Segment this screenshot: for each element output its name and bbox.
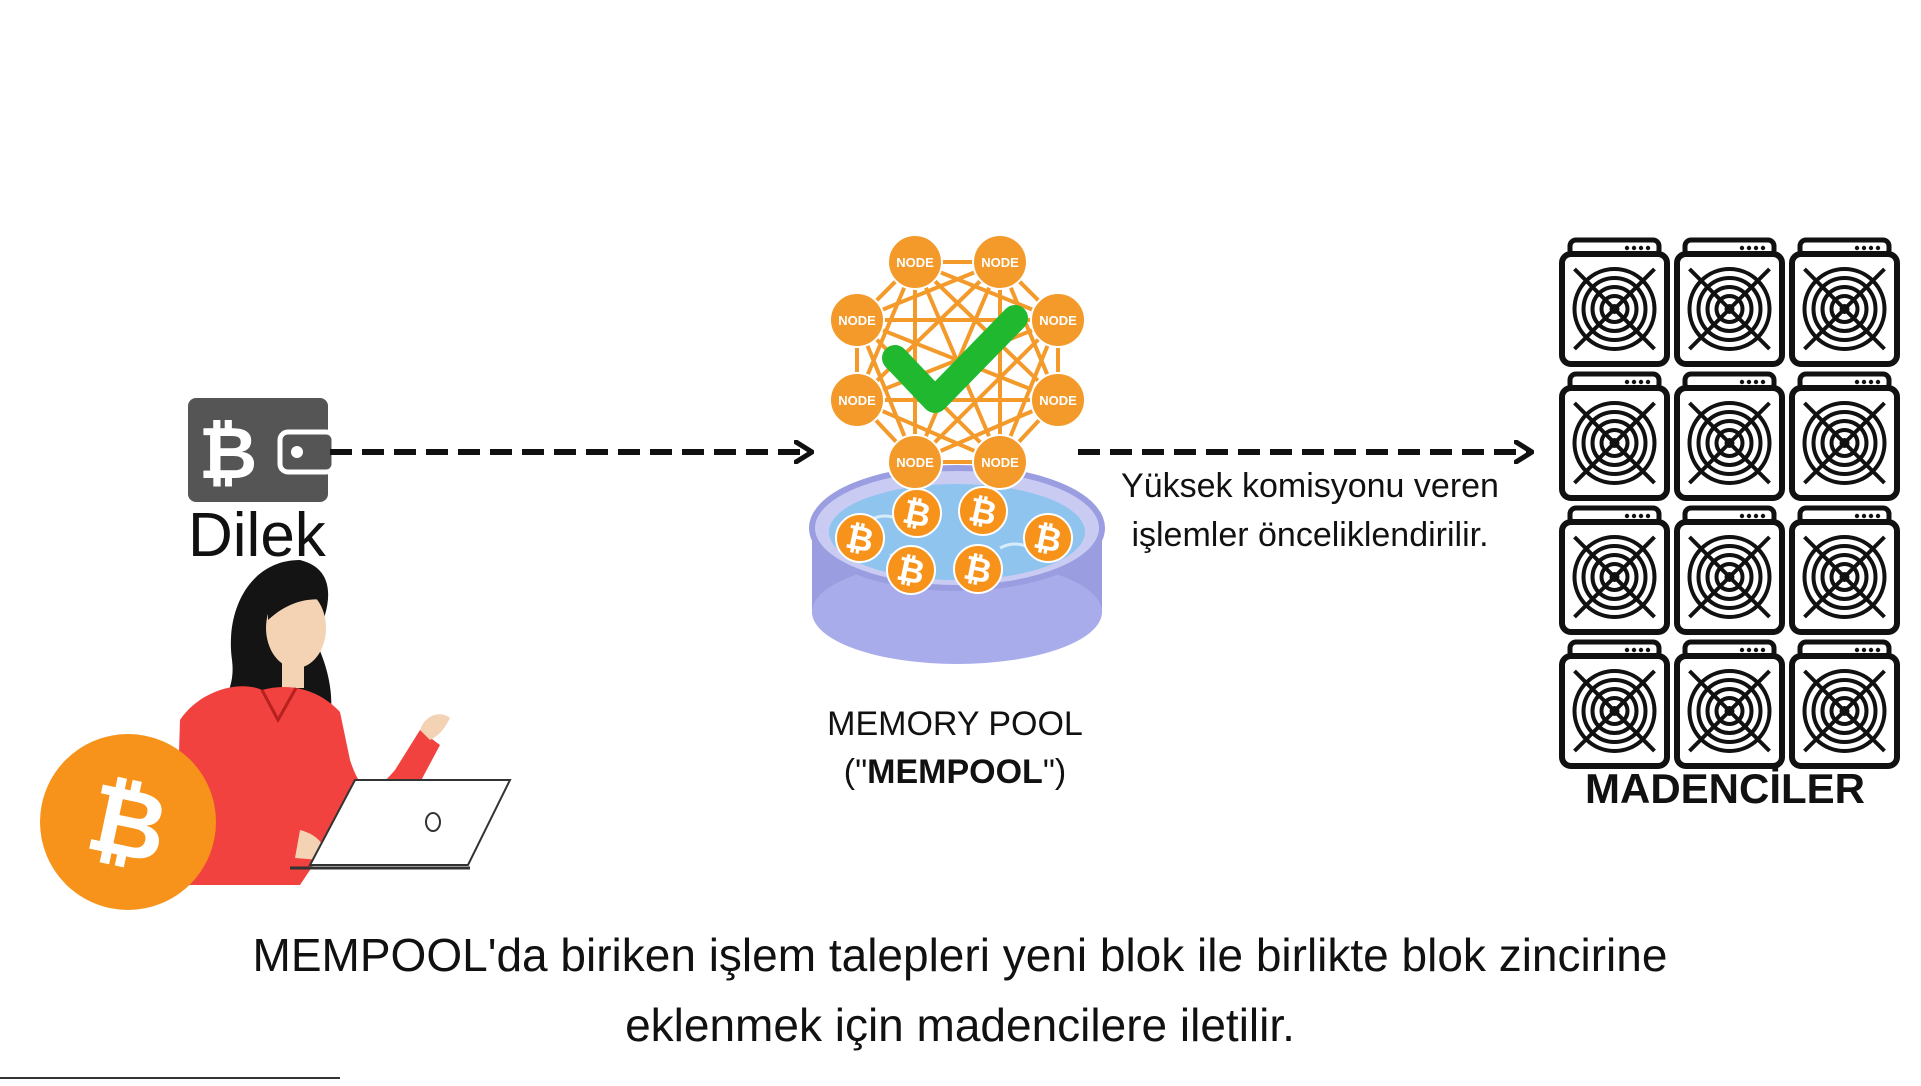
pool-label-line1: MEMORY POOL — [827, 705, 1083, 743]
miner-icon — [1559, 237, 1670, 367]
bitcoin-icon — [40, 734, 216, 910]
miner-icon — [1789, 505, 1900, 635]
miners-label: MADENCİLER — [1585, 765, 1865, 812]
network-node: NODE — [829, 292, 885, 348]
miner-icon — [1674, 505, 1785, 635]
miner-icon — [1674, 371, 1785, 501]
network-node: NODE — [1030, 372, 1086, 428]
network-node: NODE — [887, 434, 943, 490]
caption: MEMPOOL'da biriken işlem talepleri yeni … — [60, 920, 1860, 1060]
priority-note-line1: Yüksek komisyonu veren — [1121, 467, 1499, 505]
network-node: NODE — [887, 234, 943, 290]
pool-label-bold: MEMPOOL — [867, 753, 1043, 791]
svg-text:₿: ₿ — [199, 411, 258, 495]
node-label: NODE — [896, 455, 934, 470]
bitcoin-icon — [892, 488, 942, 538]
miner-icon — [1674, 639, 1785, 769]
bitcoin-icon — [835, 513, 885, 563]
sender-name: Dilek — [188, 501, 326, 570]
wallet-icon: ₿ — [188, 398, 337, 502]
network-node: NODE — [829, 372, 885, 428]
node-label: NODE — [1039, 313, 1077, 328]
miner-icon — [1674, 237, 1785, 367]
caption-line1: MEMPOOL'da biriken işlem talepleri yeni … — [252, 929, 1668, 981]
node-label: NODE — [981, 255, 1019, 270]
miners-grid — [1559, 237, 1900, 769]
priority-note: Yüksek komisyonu veren işlemler öncelikl… — [1090, 462, 1530, 560]
miner-icon — [1559, 371, 1670, 501]
bitcoin-icon — [1023, 513, 1073, 563]
miner-icon — [1789, 237, 1900, 367]
network-node: NODE — [972, 234, 1028, 290]
pool-label-close: ") — [1042, 753, 1067, 791]
miner-icon — [1559, 505, 1670, 635]
network-node: NODE — [972, 434, 1028, 490]
node-label: NODE — [838, 313, 876, 328]
pool-coins — [835, 486, 1073, 595]
node-label: NODE — [838, 393, 876, 408]
footer-rule — [0, 1077, 340, 1079]
pool-basin — [809, 465, 1105, 664]
priority-note-line2: işlemler önceliklendirilir. — [1131, 516, 1489, 554]
pool-label-line2: ("MEMPOOL") — [760, 748, 1150, 796]
laptop-icon — [290, 779, 512, 870]
bitcoin-icon — [953, 544, 1003, 594]
network-node: NODE — [1030, 292, 1086, 348]
miner-icon — [1789, 371, 1900, 501]
check-icon — [882, 305, 1028, 413]
node-label: NODE — [896, 255, 934, 270]
bitcoin-icon — [958, 486, 1008, 536]
caption-line2: eklenmek için madencilere iletilir. — [625, 999, 1295, 1051]
miner-icon — [1559, 639, 1670, 769]
node-label: NODE — [1039, 393, 1077, 408]
node-label: NODE — [981, 455, 1019, 470]
miner-icon — [1789, 639, 1900, 769]
bitcoin-icon — [886, 545, 936, 595]
pool-label-open: (" — [843, 753, 868, 791]
pool-label: MEMORY POOL ("MEMPOOL") — [760, 700, 1150, 796]
